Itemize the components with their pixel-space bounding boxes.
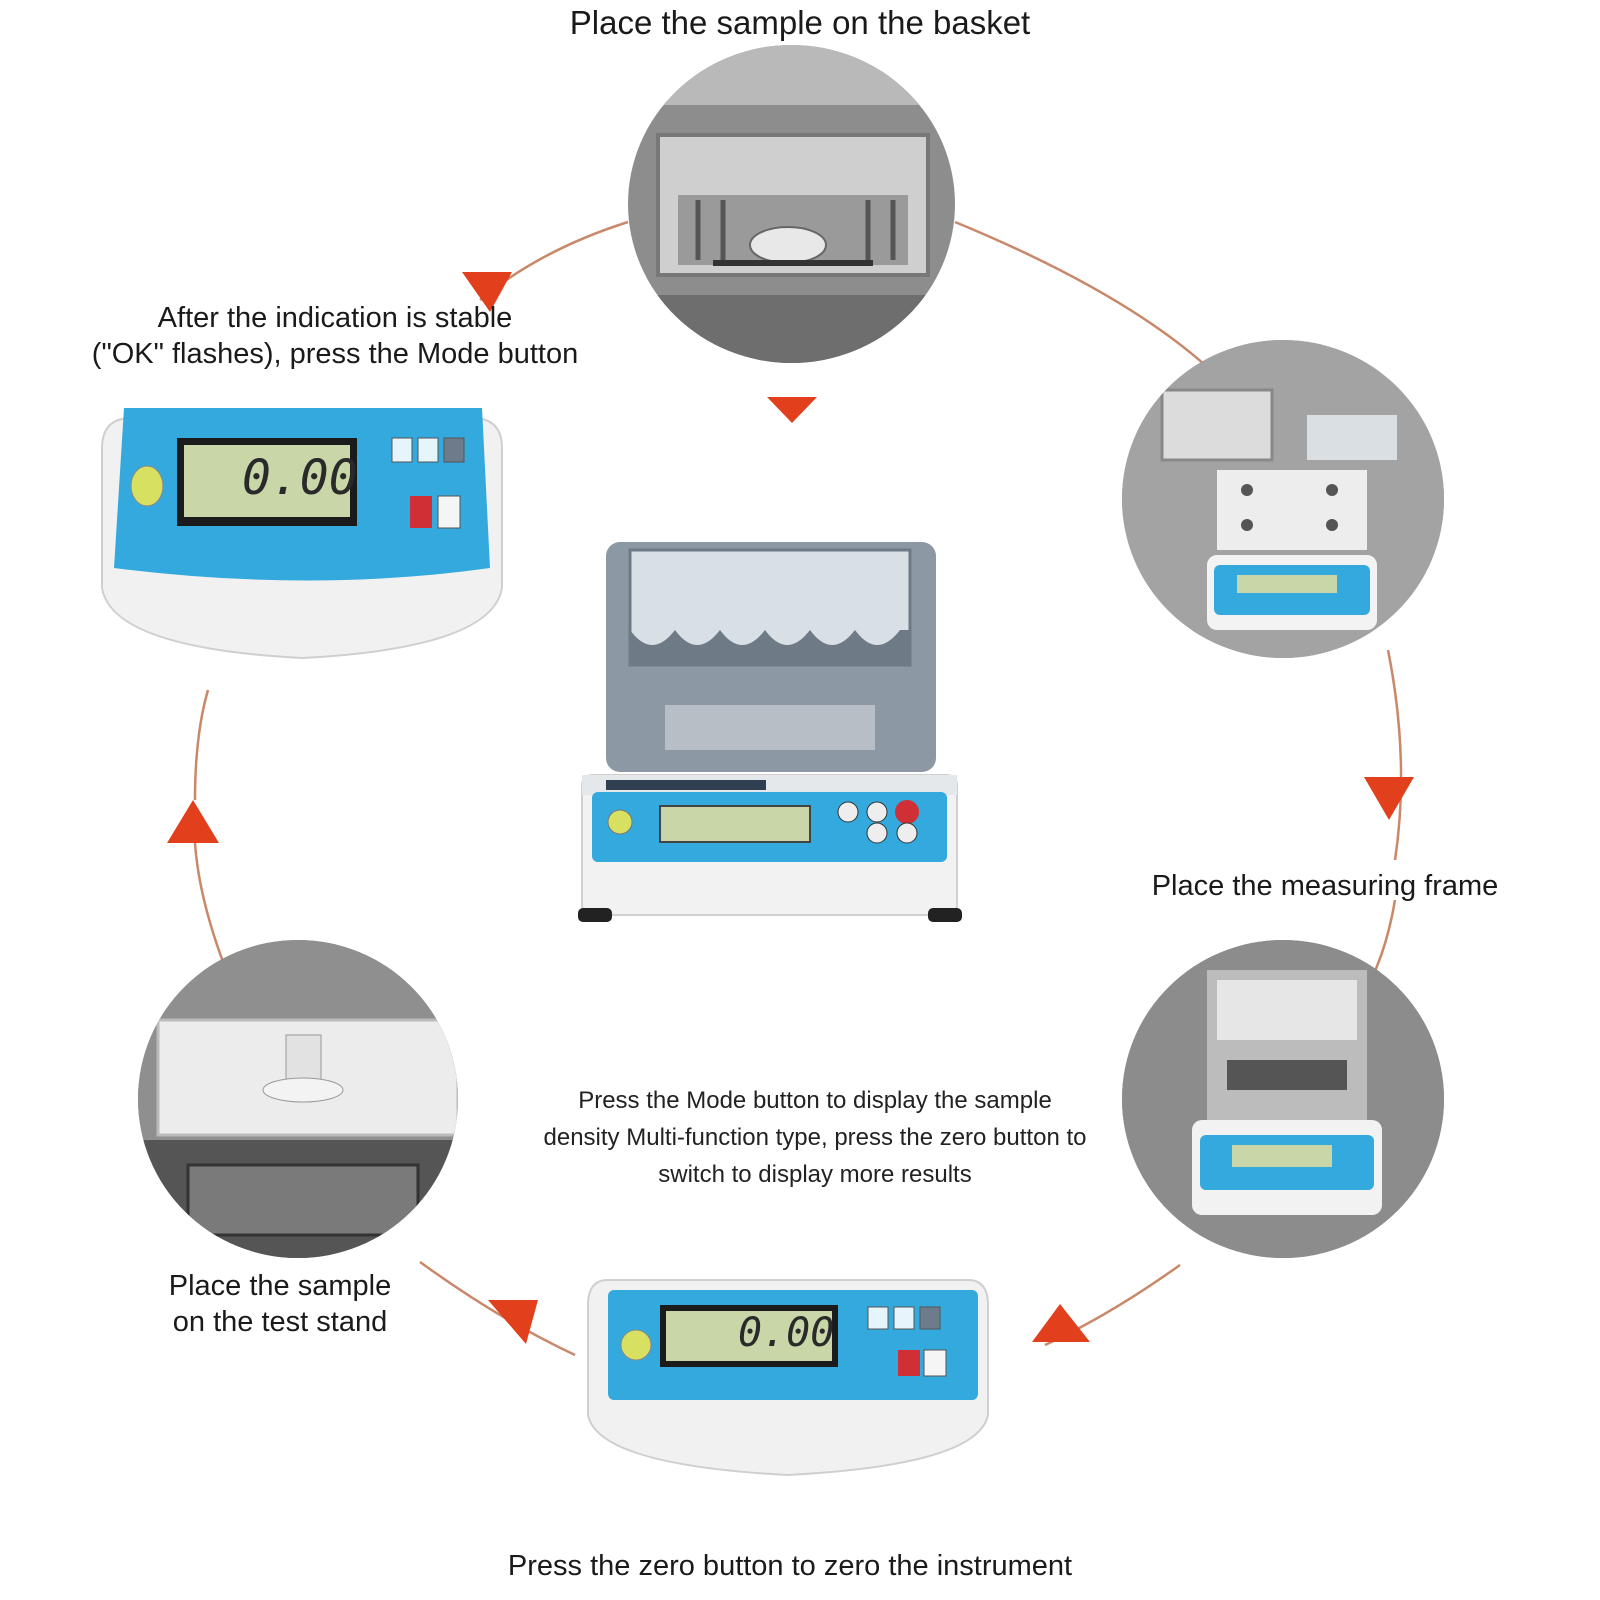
lcd-readout-left: 0.00 <box>242 450 358 506</box>
density-meter-instrument <box>570 530 970 935</box>
photo-basket <box>628 45 955 363</box>
label-line: Place the sample <box>168 1270 392 1302</box>
label-line: Press the Mode button to display the sam… <box>578 1087 1052 1114</box>
label-press-zero: Press the zero button to zero the instru… <box>507 1550 1073 1582</box>
label-line: ("OK" flashes), press the Mode button <box>91 338 579 371</box>
label-place-sample-test-stand: Place the sample on the test stand <box>130 1268 430 1341</box>
arc-left-top <box>193 689 210 801</box>
label-line: switch to display more results <box>658 1161 972 1189</box>
arrowhead-top-left <box>462 272 512 312</box>
arrowhead-bottom-left <box>488 1300 538 1344</box>
arrowhead-right <box>1364 777 1414 820</box>
photo-measuring-frame <box>1122 340 1444 658</box>
label-place-measuring-frame: Place the measuring frame <box>1151 870 1499 902</box>
photo-test-stand <box>138 940 458 1258</box>
arrowhead-bottom-right <box>1032 1304 1090 1342</box>
label-line: density Multi-function type, press the z… <box>543 1124 1087 1152</box>
label-mode-display-results: Press the Mode button to display the sam… <box>500 1082 1130 1194</box>
photo-zero-panel: 0.00 <box>578 1210 998 1515</box>
photo-mode-panel: 0.00 <box>92 378 512 670</box>
arrowhead-top-center <box>767 397 817 423</box>
photo-instrument-closed <box>1122 940 1444 1258</box>
label-press-mode-after-stable: After the indication is stable ("OK" fla… <box>55 300 615 373</box>
label-place-sample-basket: Place the sample on the basket <box>569 4 1031 41</box>
arrowhead-left <box>167 800 219 843</box>
label-line: on the test stand <box>172 1306 388 1339</box>
arc-right-down <box>1386 649 1403 861</box>
lcd-readout-bottom: 0.00 <box>738 1310 835 1356</box>
arc-bottom-to-left <box>419 1260 576 1357</box>
label-line: After the indication is stable <box>157 302 513 334</box>
